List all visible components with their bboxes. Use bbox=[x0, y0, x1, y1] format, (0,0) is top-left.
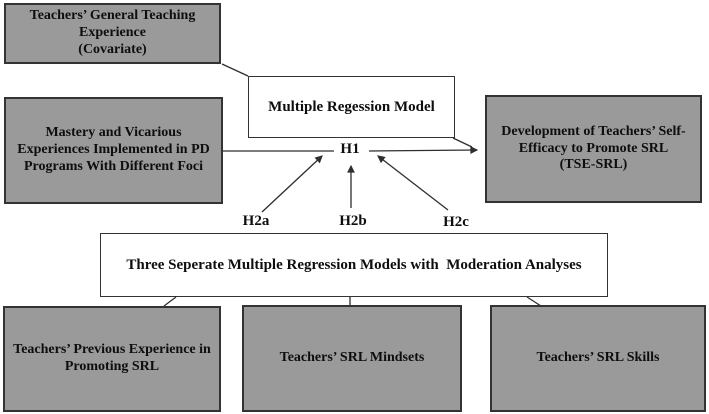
edge-h1-arrow bbox=[368, 146, 479, 154]
node-srl-mindsets: Teachers’ SRL Mindsets bbox=[242, 305, 462, 412]
node-moderation-models: Three Seperate Multiple Regression Model… bbox=[100, 233, 608, 297]
label-h2a: H2a bbox=[242, 213, 270, 229]
node-teachers-general-experience-label: Teachers’ General Teaching Experience (C… bbox=[29, 8, 196, 57]
label-h1: H1 bbox=[340, 141, 360, 157]
node-tse-srl: Development of Teachers’ Self- Efficacy … bbox=[485, 95, 702, 203]
edge-covariate-to-model bbox=[221, 63, 249, 77]
node-srl-mindsets-label: Teachers’ SRL Mindsets bbox=[279, 350, 425, 366]
node-pd-experiences: Mastery and Vicarious Experiences Implem… bbox=[4, 97, 223, 204]
node-teachers-general-experience: Teachers’ General Teaching Experience (C… bbox=[4, 3, 221, 64]
edge-h2c-arrow bbox=[377, 155, 449, 211]
node-multiple-regression-model-label: Multiple Regession Model bbox=[268, 99, 435, 115]
node-tse-srl-label: Development of Teachers’ Self- Efficacy … bbox=[501, 123, 686, 173]
edge-model-to-arrow bbox=[452, 137, 473, 148]
node-previous-experience: Teachers’ Previous Experience in Promoti… bbox=[3, 306, 221, 412]
node-pd-experiences-label: Mastery and Vicarious Experiences Implem… bbox=[17, 125, 210, 174]
label-h2c: H2c bbox=[443, 214, 469, 230]
edge-models-to-previous-experience bbox=[163, 296, 177, 307]
label-h2b: H2b bbox=[339, 213, 367, 229]
node-srl-skills-label: Teachers’ SRL Skills bbox=[536, 350, 660, 366]
node-previous-experience-label: Teachers’ Previous Experience in Promoti… bbox=[13, 342, 211, 374]
edge-h2a-arrow bbox=[261, 155, 323, 213]
node-moderation-models-label: Three Seperate Multiple Regression Model… bbox=[126, 257, 582, 273]
node-srl-skills: Teachers’ SRL Skills bbox=[490, 305, 706, 412]
node-multiple-regression-model: Multiple Regession Model bbox=[248, 76, 455, 138]
edge-models-to-srl-skills bbox=[526, 296, 542, 307]
